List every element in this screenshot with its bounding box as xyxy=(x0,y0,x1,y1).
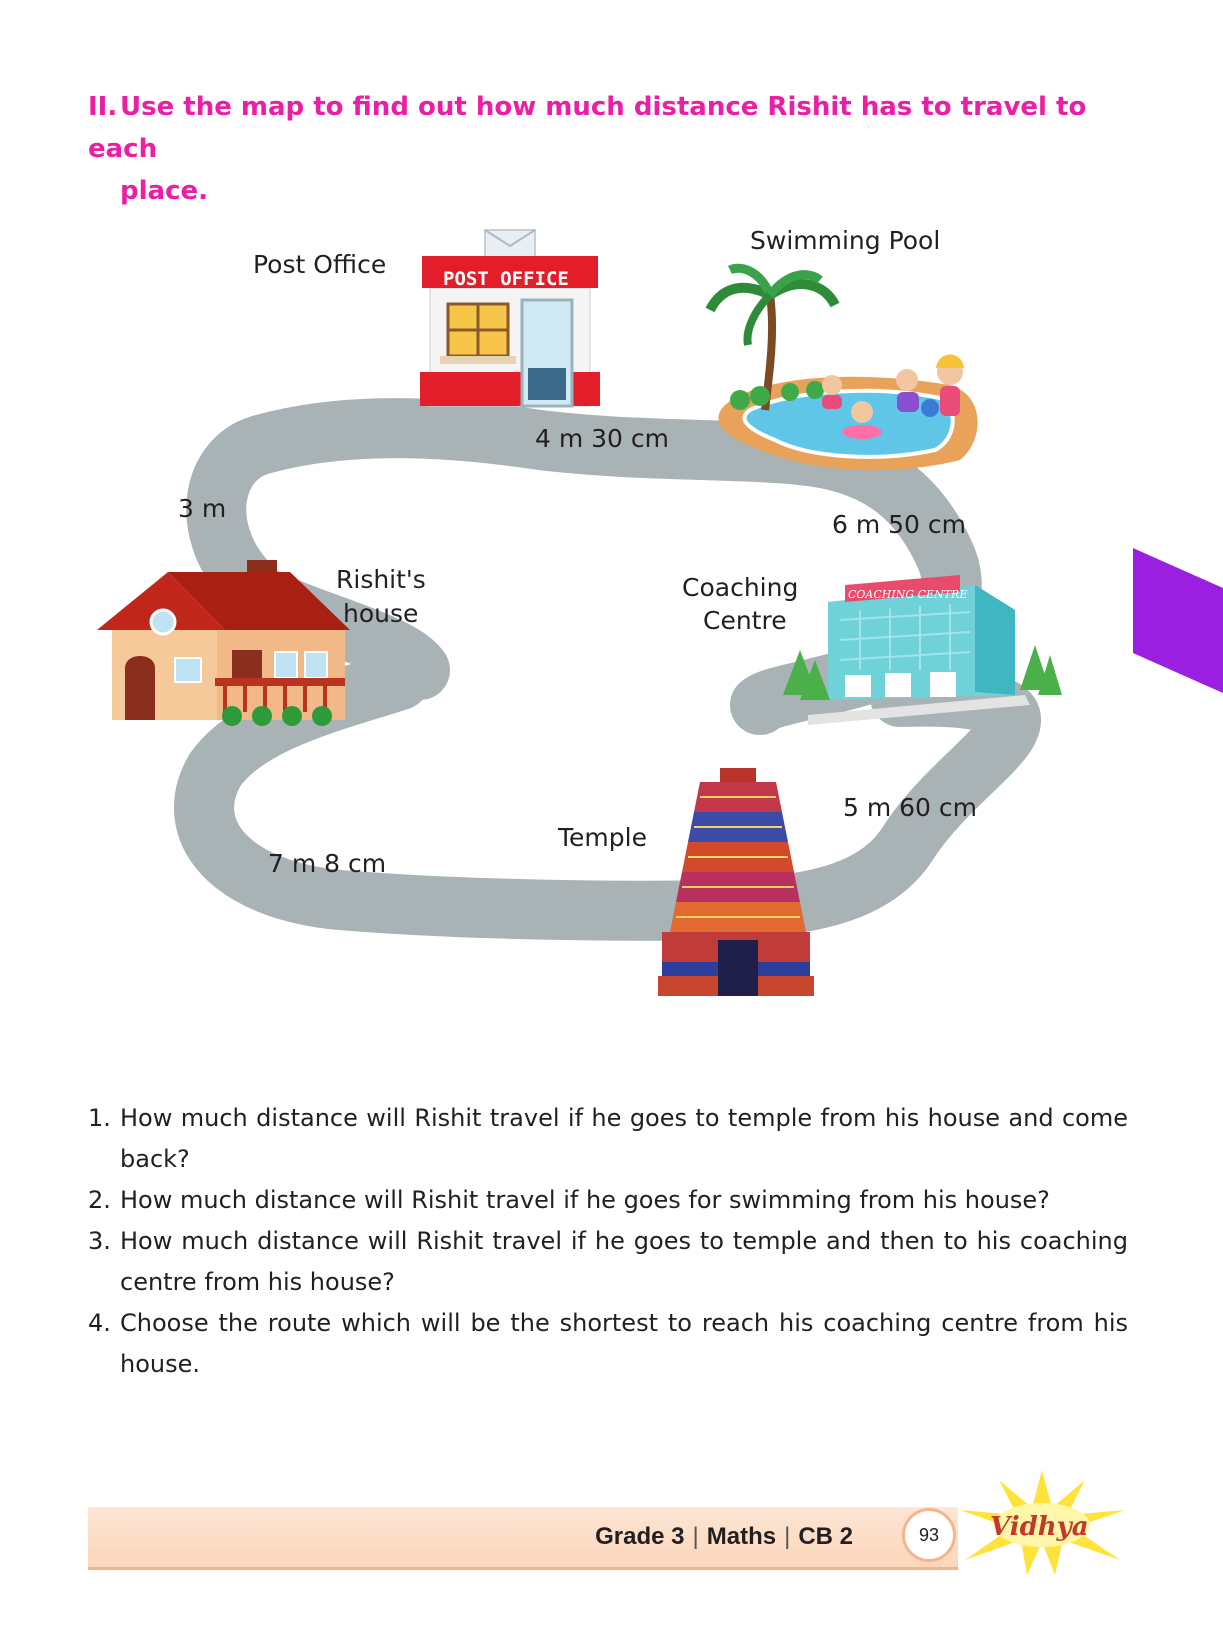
question-text: How much distance will Rishit travel if … xyxy=(120,1186,1050,1214)
distance-temple-to-house: 7 m 8 cm xyxy=(268,849,387,878)
question-number: 1. xyxy=(88,1104,111,1132)
question-text: Choose the route which will be the short… xyxy=(120,1309,1128,1378)
question-number: 4. xyxy=(88,1309,111,1337)
label-rishit-house-line2: house xyxy=(343,599,419,628)
label-coaching-line2: Centre xyxy=(703,606,787,635)
footer-book: CB 2 xyxy=(798,1523,853,1550)
sign-coaching-centre: COACHING CENTRE xyxy=(848,588,968,601)
logo-text: Vidhya xyxy=(990,1512,1089,1542)
label-temple: Temple xyxy=(558,823,647,852)
question-item: 3. How much distance will Rishit travel … xyxy=(88,1221,1128,1303)
page-number: 93 xyxy=(902,1508,956,1562)
distance-house-to-post-office: 3 m xyxy=(178,494,227,523)
swimmers-icon xyxy=(822,354,964,439)
distance-post-office-to-pool: 4 m 30 cm xyxy=(535,424,670,453)
label-swimming-pool: Swimming Pool xyxy=(750,226,941,255)
road-lower-loop xyxy=(174,650,1041,941)
label-post-office: Post Office xyxy=(253,250,387,279)
route-map xyxy=(97,229,1062,996)
vidhya-logo-sun-icon xyxy=(960,1470,1125,1575)
footer-separator: | xyxy=(784,1523,791,1550)
footer-separator: | xyxy=(692,1523,699,1550)
label-rishit-house-line1: Rishit's xyxy=(336,565,426,594)
bushes-icon xyxy=(730,381,824,410)
exercise-number: II. xyxy=(88,92,118,122)
question-number: 2. xyxy=(88,1186,111,1214)
footer-book-info: Grade 3 | Maths | CB 2 xyxy=(595,1517,853,1557)
coaching-centre-building xyxy=(783,575,1062,725)
footer-subject: Maths xyxy=(706,1523,777,1550)
heading-line-1: Use the map to find out how much distanc… xyxy=(88,92,1087,164)
question-item: 1. How much distance will Rishit travel … xyxy=(88,1098,1128,1180)
question-number: 3. xyxy=(88,1227,111,1255)
label-coaching-line1: Coaching xyxy=(682,573,799,602)
question-text: How much distance will Rishit travel if … xyxy=(120,1227,1128,1296)
question-text: How much distance will Rishit travel if … xyxy=(120,1104,1128,1173)
post-office-building xyxy=(420,229,600,408)
distance-pool-to-coaching: 6 m 50 cm xyxy=(832,510,967,539)
rishit-house xyxy=(97,560,350,726)
heading-line-2: place. xyxy=(120,176,208,206)
footer-bar xyxy=(88,1507,958,1570)
sign-post-office: POST OFFICE xyxy=(443,268,569,290)
swimming-pool xyxy=(705,263,978,471)
distance-coaching-to-temple: 5 m 60 cm xyxy=(843,793,978,822)
tree-icon xyxy=(783,645,1062,700)
question-item: 2. How much distance will Rishit travel … xyxy=(88,1180,1128,1221)
temple xyxy=(658,768,814,996)
chapter-side-tab xyxy=(1133,548,1223,693)
question-list: 1. How much distance will Rishit travel … xyxy=(88,1098,1128,1385)
exercise-heading: II.Use the map to find out how much dist… xyxy=(88,86,1138,212)
footer-grade: Grade 3 xyxy=(595,1523,685,1550)
question-item: 4. Choose the route which will be the sh… xyxy=(88,1303,1128,1385)
palm-tree-icon xyxy=(705,263,840,411)
